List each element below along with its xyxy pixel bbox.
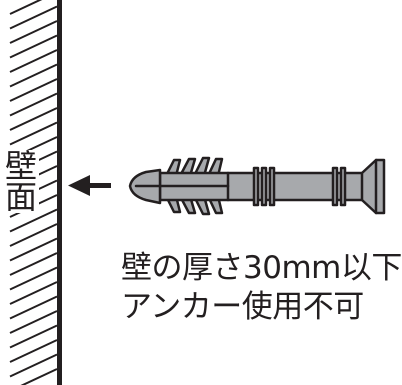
wall-hatch-line — [9, 107, 58, 131]
anchor-ring — [331, 166, 339, 207]
wall-hatch-line — [9, 78, 58, 102]
wall-hatch-line — [9, 20, 58, 44]
anchor-ring — [260, 166, 268, 207]
wall-hatch-line — [9, 353, 58, 378]
anchor-ring — [252, 166, 260, 207]
caption-line-prohibition: アンカー使用不可 — [121, 289, 364, 325]
wall-hatch-line — [9, 266, 58, 291]
wall-hatch-line — [9, 34, 58, 59]
wall-hatch-line — [9, 0, 43, 15]
wall-hatch-line — [9, 339, 58, 363]
wall-hatch-line — [9, 237, 58, 262]
wall-hatch-line — [9, 252, 58, 276]
wall-label-char: 面 — [3, 178, 39, 216]
wall-anchor-icon — [128, 156, 386, 216]
caption-line-thickness: 壁の厚さ30mm以下 — [121, 250, 402, 286]
wall-hatch-line — [9, 310, 58, 334]
wall-hatch-line — [9, 92, 58, 117]
wall-hatch-line — [9, 121, 58, 146]
wall-hatch-line — [20, 368, 58, 385]
wall-hatch-line — [9, 208, 58, 233]
wall-surface-line — [57, 0, 62, 385]
anchor-flange — [360, 158, 386, 215]
anchor-ring — [339, 166, 347, 207]
diagram-canvas — [9, 0, 386, 385]
wall-hatch-line — [9, 5, 58, 30]
wall-label-char: 壁 — [3, 147, 39, 185]
arrow-left-icon — [68, 175, 111, 196]
anchor-ring — [268, 166, 276, 207]
wall-hatch-line — [9, 295, 58, 320]
wall-hatch-line — [9, 281, 58, 305]
wall-hatch-line — [9, 49, 58, 73]
wall-hatch-line — [9, 324, 58, 349]
wall-hatch-line — [9, 63, 58, 88]
wall-hatch-line — [9, 223, 58, 247]
